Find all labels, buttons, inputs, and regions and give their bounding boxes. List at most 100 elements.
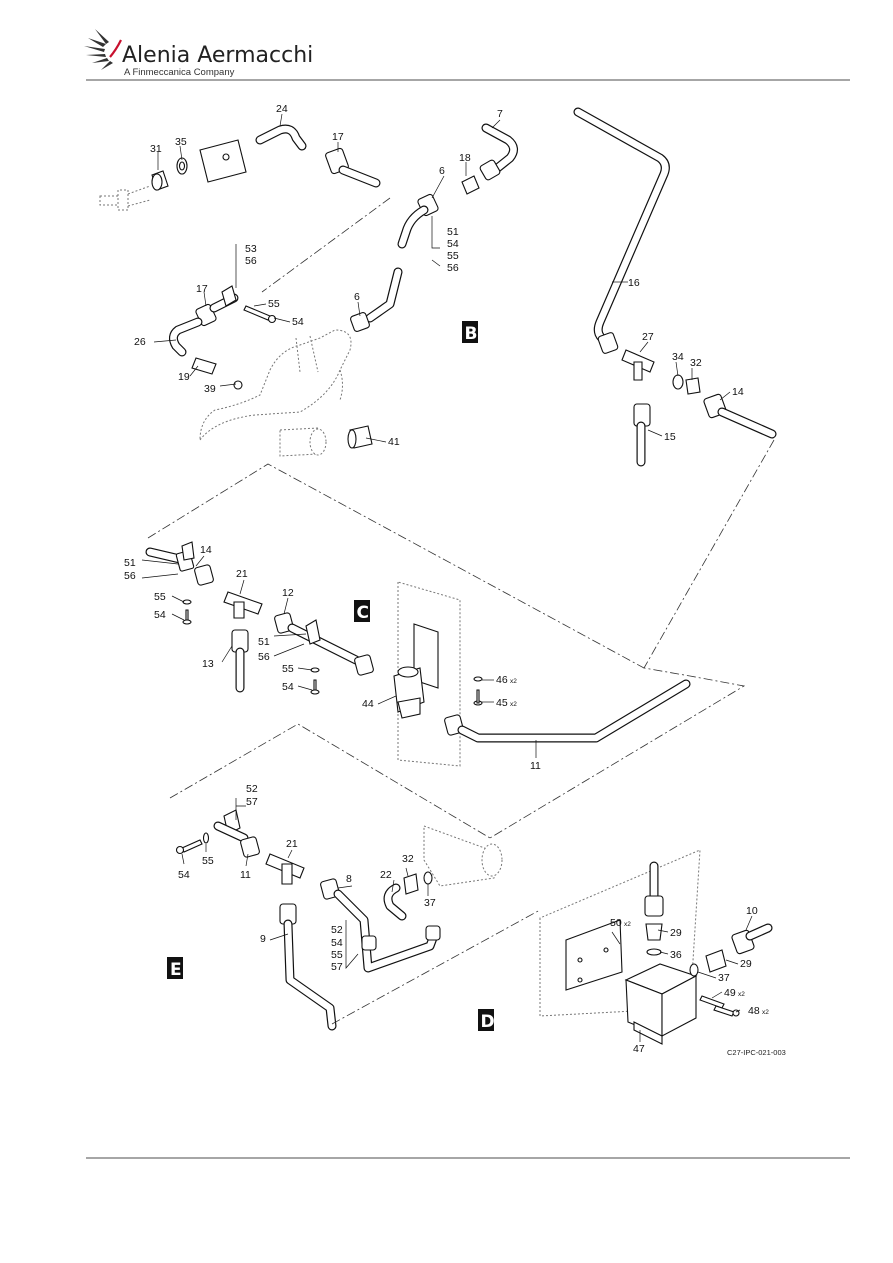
callout-17: 17 (332, 131, 344, 143)
callout-57-e2: 57 (331, 961, 343, 973)
callout-26: 26 (134, 336, 146, 348)
company-logo: Alenia Aermacchi A Finmeccanica Company (84, 29, 313, 78)
callout-19: 19 (178, 371, 190, 383)
part-11-fitting-e (240, 836, 260, 858)
callout-57-e: 57 (246, 796, 258, 808)
view-e-assembly (175, 809, 503, 1031)
callout-11-e: 11 (240, 869, 251, 881)
callout-36-d: 36 (670, 949, 682, 961)
company-name: Alenia Aermacchi (122, 43, 313, 68)
part-29-fitting-b (705, 949, 727, 973)
callout-51-c: 51 (124, 557, 136, 569)
callout-56-c2: 56 (258, 651, 270, 663)
svg-text:B: B (465, 324, 478, 344)
callout-10-d: 10 (746, 905, 758, 917)
callout-17-b: 17 (196, 283, 208, 295)
clamp-53 (221, 285, 237, 307)
part-29-fitting-a (644, 895, 664, 917)
callout-55-c: 55 (154, 591, 166, 603)
callout-15: 15 (664, 431, 676, 443)
callout-21-c: 21 (236, 568, 248, 580)
part-16-pipe (573, 107, 670, 347)
chain-lines (147, 197, 775, 1025)
callout-14-c: 14 (200, 544, 212, 556)
callout-6-b: 6 (354, 291, 360, 303)
part-11-tube (457, 679, 691, 743)
callout-52-e2: 52 (331, 924, 343, 936)
qty-49: x2 (738, 991, 745, 998)
ghost-fitting-left (99, 185, 151, 211)
callout-48-d: 48 (748, 1005, 760, 1017)
part-32-nut (685, 377, 701, 395)
callout-29-d: 29 (670, 927, 682, 939)
callout-11-c: 11 (530, 760, 541, 772)
callout-6: 6 (439, 165, 445, 177)
part-19-fitting (191, 357, 217, 375)
part-32-nut-e (403, 873, 419, 895)
svg-text:D: D (481, 1012, 495, 1032)
callout-9-e: 9 (260, 933, 266, 945)
callout-55-e: 55 (202, 855, 214, 867)
callout-44: 44 (362, 698, 374, 710)
clamp-52-e2 (361, 935, 377, 951)
ghost-bracket-c (397, 581, 461, 767)
callout-51-c2: 51 (258, 636, 270, 648)
callout-12-c: 12 (282, 587, 294, 599)
washer-55-c (182, 599, 192, 605)
qty-46: x2 (510, 678, 517, 685)
clamp-51-c (181, 541, 195, 561)
callout-55: 55 (447, 250, 459, 262)
callout-18: 18 (459, 152, 471, 164)
part-18-union (461, 175, 480, 195)
washer-55-e (202, 832, 210, 844)
part-9-tube (283, 919, 337, 1031)
part-37-washer-d (689, 963, 699, 977)
callout-8-e: 8 (346, 873, 352, 885)
callout-56: 56 (447, 262, 459, 274)
part-47-block-side (661, 975, 697, 1037)
callout-54-c: 54 (154, 609, 166, 621)
callout-54: 54 (447, 238, 459, 250)
view-marker-b: B (462, 321, 478, 344)
callout-53: 53 (245, 243, 257, 255)
bolt-54-c2 (310, 689, 320, 695)
callout-16: 16 (628, 277, 640, 289)
bolt-54-c (182, 619, 192, 625)
qty-50: x2 (624, 921, 631, 928)
bracket-plate (199, 139, 247, 183)
callout-51: 51 (447, 226, 459, 238)
view-d-assembly (539, 849, 773, 1045)
clamp-51-c2 (305, 619, 321, 645)
callout-21-e: 21 (286, 838, 298, 850)
view-b-assembly (99, 107, 777, 467)
callout-55-c2: 55 (282, 663, 294, 675)
callout-7: 7 (497, 108, 503, 120)
callout-47-d: 47 (633, 1043, 645, 1055)
callout-32: 32 (690, 357, 702, 369)
callout-55-e2: 55 (331, 949, 343, 961)
callout-31: 31 (150, 143, 162, 155)
bolt-54 (243, 305, 271, 321)
callout-27: 27 (642, 331, 654, 343)
part-6-fitting-lower (350, 312, 370, 332)
logo-red-arc (109, 39, 122, 58)
qty-45: x2 (510, 701, 517, 708)
svg-text:E: E (170, 960, 182, 980)
bolt-54-e (181, 839, 203, 853)
view-c-assembly (145, 541, 691, 767)
callout-56-b: 56 (245, 255, 257, 267)
callout-41: 41 (388, 436, 400, 448)
bracket-hole (222, 153, 230, 161)
callout-34: 34 (672, 351, 684, 363)
ghost-engine-casing (199, 329, 352, 442)
callout-35: 35 (175, 136, 187, 148)
callout-24: 24 (276, 103, 288, 115)
callout-14: 14 (732, 386, 744, 398)
callout-22-e: 22 (380, 869, 392, 881)
part-27-tee (621, 349, 655, 373)
callout-46: 46 (496, 674, 508, 686)
bolt-48 (713, 1005, 735, 1017)
callout-54-b: 54 (292, 316, 304, 328)
callout-54-e2: 54 (331, 937, 343, 949)
washer-46 (473, 676, 483, 682)
